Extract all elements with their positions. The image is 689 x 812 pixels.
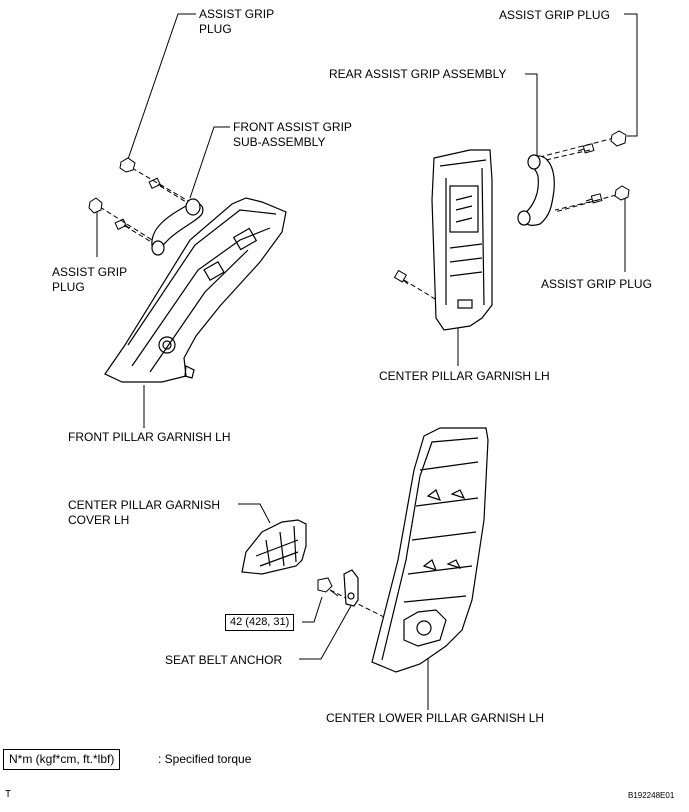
label-line: SUB-ASSEMBLY xyxy=(233,135,326,149)
label-center-pillar-garnish-cover: CENTER PILLAR GARNISH COVER LH xyxy=(68,498,220,528)
front-pillar-garnish-part xyxy=(104,197,287,383)
label-assist-grip-plug-top-left: ASSIST GRIP PLUG xyxy=(199,7,274,37)
rear-assist-grip-part xyxy=(517,154,555,226)
label-front-pillar-garnish: FRONT PILLAR GARNISH LH xyxy=(68,430,231,444)
label-assist-grip-plug-left: ASSIST GRIP PLUG xyxy=(52,265,127,295)
left-grip-plugs xyxy=(88,157,136,214)
label-line: ASSIST GRIP xyxy=(199,7,275,21)
center-lower-pillar-garnish-part xyxy=(371,427,489,673)
label-seat-belt-anchor: SEAT BELT ANCHOR xyxy=(165,653,283,667)
label-line: ASSIST GRIP xyxy=(52,265,128,279)
figure-code: B192248E01 xyxy=(628,791,675,800)
center-pillar-bolt xyxy=(393,269,409,285)
rear-grip-bolts xyxy=(577,143,603,204)
center-pillar-garnish-part xyxy=(431,149,493,331)
legend-unit-box: N*m (kgf*cm, ft.*lbf) xyxy=(3,749,121,770)
right-grip-plugs xyxy=(610,130,630,201)
legend-description: : Specified torque xyxy=(158,752,252,766)
label-line: FRONT ASSIST GRIP xyxy=(233,120,352,134)
label-line: CENTER PILLAR GARNISH xyxy=(68,498,221,512)
label-assist-grip-plug-right: ASSIST GRIP PLUG xyxy=(541,277,652,291)
torque-bolt-part xyxy=(317,577,339,597)
label-line: PLUG xyxy=(199,22,232,36)
center-pillar-garnish-cover-part xyxy=(241,519,307,575)
label-front-assist-grip: FRONT ASSIST GRIP SUB-ASSEMBLY xyxy=(233,120,352,150)
front-grip-bolts xyxy=(114,177,165,230)
front-assist-grip-part xyxy=(151,198,204,256)
leader-lines xyxy=(96,13,638,710)
label-line: PLUG xyxy=(52,280,85,294)
label-rear-assist-grip: REAR ASSIST GRIP ASSEMBLY xyxy=(329,67,507,81)
label-assist-grip-plug-top-right: ASSIST GRIP PLUG xyxy=(499,8,610,22)
footer-left-mark: T xyxy=(5,789,12,800)
torque-value-box: 42 (428, 31) xyxy=(225,614,295,631)
label-center-lower-pillar-garnish: CENTER LOWER PILLAR GARNISH LH xyxy=(326,711,545,725)
seat-belt-anchor-part xyxy=(343,569,359,607)
label-line: COVER LH xyxy=(68,513,130,527)
label-center-pillar-garnish: CENTER PILLAR GARNISH LH xyxy=(379,369,550,383)
